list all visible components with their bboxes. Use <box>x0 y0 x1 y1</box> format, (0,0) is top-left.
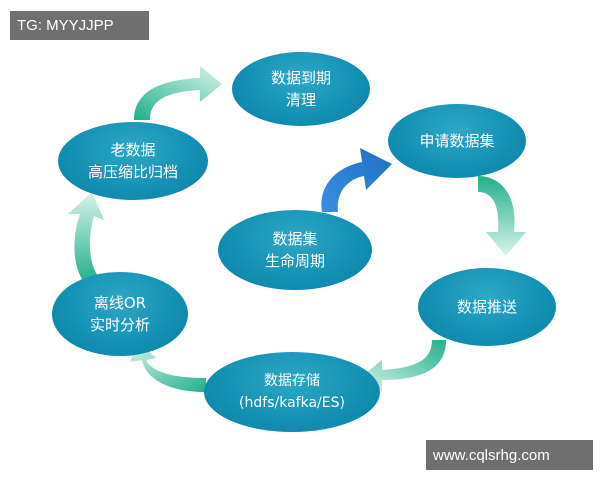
node-center-lifecycle: 数据集 生命周期 <box>218 210 372 290</box>
node-apply-dataset-label: 申请数据集 <box>419 132 495 150</box>
node-apply-dataset: 申请数据集 <box>388 104 526 178</box>
node-center-line1: 数据集 <box>272 230 318 248</box>
node-data-storage: 数据存储 (hdfs/kafka/ES) <box>204 352 380 432</box>
node-data-storage-line2: (hdfs/kafka/ES) <box>239 395 345 411</box>
arrow-push-to-store <box>362 340 446 392</box>
node-data-push-label: 数据推送 <box>456 298 517 316</box>
node-old-data-archive-line1: 老数据 <box>110 141 156 159</box>
node-offline-realtime-analysis: 离线OR 实时分析 <box>52 272 188 356</box>
node-data-push: 数据推送 <box>418 268 556 346</box>
node-offline-line2: 实时分析 <box>89 316 150 334</box>
node-old-data-archive-line2: 高压缩比归档 <box>87 163 178 181</box>
arrow-start-to-apply <box>321 148 392 212</box>
watermark-bottom-right-text: www.cqlsrhg.com <box>433 446 550 464</box>
node-center-line2: 生命周期 <box>264 252 325 270</box>
arrow-offline-to-archive <box>68 192 104 282</box>
node-data-storage-line1: 数据存储 <box>264 373 320 389</box>
node-old-data-archive: 老数据 高压缩比归档 <box>58 122 208 200</box>
watermark-top-left: TG: MYYJJPP <box>10 11 149 40</box>
arrow-archive-to-cleanup <box>134 66 222 120</box>
node-data-cleanup-line1: 数据到期 <box>270 69 331 87</box>
node-offline-line1: 离线OR <box>93 294 147 312</box>
watermark-top-left-text: TG: MYYJJPP <box>17 17 114 34</box>
arrow-store-to-offline <box>130 342 206 392</box>
node-data-cleanup-line2: 清理 <box>285 91 316 109</box>
arrow-apply-to-push <box>478 176 526 256</box>
watermark-bottom-right: www.cqlsrhg.com <box>426 440 593 470</box>
node-data-cleanup: 数据到期 清理 <box>232 52 370 126</box>
